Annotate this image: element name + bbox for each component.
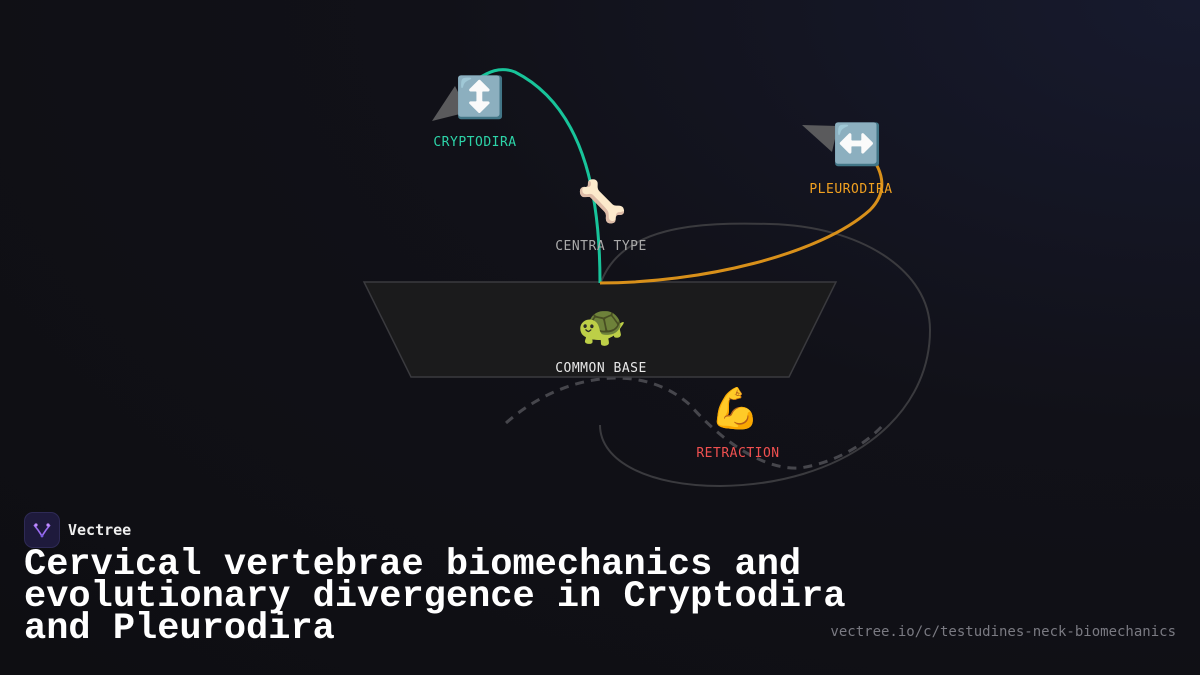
cryptodira-label: CRYPTODIRA <box>433 135 517 150</box>
cryptodira-branch <box>475 68 602 284</box>
common-base-label: COMMON BASE <box>555 361 647 376</box>
neck-loop-outline <box>599 222 932 488</box>
pleurodira-arrowhead <box>802 125 838 152</box>
pleurodira-branch <box>599 149 884 285</box>
flexed-biceps-icon: 💪 <box>710 386 760 432</box>
pleurodira-label: PLEURODIRA <box>809 182 893 197</box>
brand: Vectree <box>24 512 131 548</box>
retraction-dashed-arc <box>505 376 886 470</box>
retraction-label: RETRACTION <box>696 446 780 461</box>
centra-type-label: CENTRA TYPE <box>555 239 647 254</box>
up-down-arrow-icon: ↕️ <box>455 75 505 121</box>
page-title: Cervical vertebrae biomechanics and evol… <box>24 544 846 650</box>
source-url[interactable]: vectree.io/c/testudines-neck-biomechanic… <box>830 624 1176 640</box>
turtle-icon: 🐢 <box>577 303 627 349</box>
left-right-arrow-icon: ↔️ <box>832 122 882 168</box>
vectree-logo-icon <box>24 512 60 548</box>
common-base-platform <box>362 281 838 378</box>
cryptodira-arrowhead <box>432 86 468 121</box>
bone-icon: 🦴 <box>577 179 627 225</box>
brand-name: Vectree <box>68 521 132 539</box>
